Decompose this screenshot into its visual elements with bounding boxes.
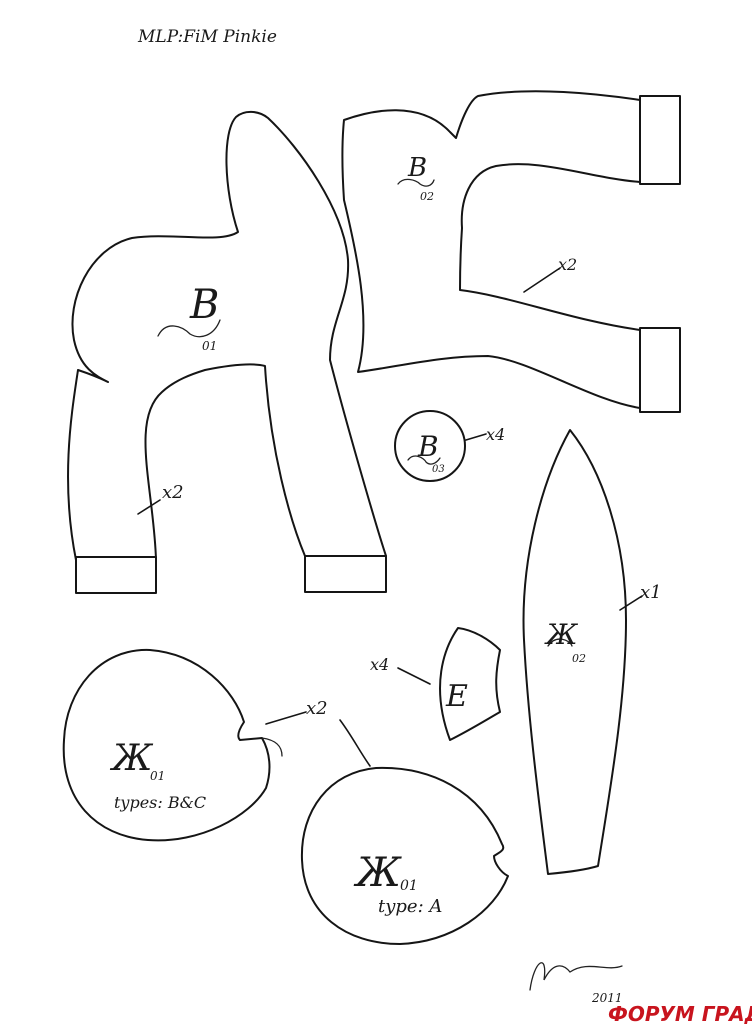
- piece-e-outline: [439, 627, 501, 741]
- piece-b03-count: x4: [486, 425, 505, 444]
- piece-b02-letter: B: [407, 153, 427, 183]
- piece-b01-count-leader: [137, 499, 161, 515]
- piece-b02-count: x2: [558, 255, 577, 274]
- signature-year: 2011: [591, 991, 623, 1005]
- piece-e-letter: E: [445, 679, 468, 714]
- piece-h02-code: 02: [572, 652, 586, 665]
- piece-h02-letter: Ж: [544, 618, 579, 651]
- piece-e-count: x4: [370, 655, 389, 674]
- signature: 2011: [529, 962, 623, 1005]
- piece-b03-outline: [394, 410, 466, 482]
- piece-h01-bc-outline: [62, 648, 271, 842]
- piece-h02-count: x1: [640, 582, 662, 603]
- piece-b01-label-flourish: [157, 319, 221, 338]
- piece-b03: B 03 x4: [394, 410, 505, 482]
- piece-h02: Ж 02 x1: [522, 429, 662, 875]
- piece-h01-a: Ж 01 type: A: [300, 766, 509, 945]
- piece-b03-code: 03: [432, 464, 445, 475]
- sheet-title: MLP:FiM Pinkie: [137, 27, 277, 47]
- watermark-text: ФОРУМ ГРАД: [608, 1002, 752, 1024]
- piece-h01-a-letter: Ж: [353, 850, 402, 896]
- piece-b03-count-leader: [465, 433, 487, 441]
- piece-b02-count-leader: [523, 267, 561, 293]
- piece-b01: B 01 x2: [67, 110, 387, 594]
- piece-h01-a-code: 01: [400, 878, 418, 894]
- piece-b02-hoof-top: [639, 95, 681, 185]
- piece-b03-letter: B: [417, 430, 439, 463]
- piece-h01-bc: Ж 01 types: B&C x2: [62, 648, 328, 842]
- piece-b02-code: 02: [420, 190, 434, 203]
- piece-b02-hoof-bottom: [639, 327, 681, 413]
- piece-e-count-leader: [397, 667, 431, 685]
- piece-h02-count-leader: [619, 595, 643, 611]
- piece-b02: B 02 x2: [341, 90, 681, 413]
- piece-h02-outline: [522, 429, 627, 875]
- piece-h01-bc-notch: [261, 737, 283, 757]
- piece-e: E x4: [370, 627, 501, 741]
- piece-h01-bc-count: x2: [306, 698, 328, 719]
- piece-h01-bc-types: types: B&C: [114, 793, 206, 812]
- piece-b01-code: 01: [202, 339, 217, 353]
- piece-h01-a-outline: [300, 766, 509, 945]
- piece-b01-outline: [67, 110, 387, 561]
- piece-h01-a-types: type: A: [378, 896, 442, 917]
- piece-b02-label-flourish: [397, 178, 435, 187]
- piece-b03-label-flourish: [407, 455, 441, 465]
- piece-b01-hoof-left: [75, 556, 157, 594]
- piece-h01-bc-letter: Ж: [109, 738, 154, 779]
- piece-b01-letter: B: [189, 282, 219, 328]
- piece-b01-hoof-right: [304, 555, 387, 593]
- piece-b02-outline: [341, 90, 641, 409]
- piece-h01-bc-count-leader: [265, 711, 307, 725]
- piece-h01-bc-code: 01: [150, 769, 165, 783]
- piece-h02-label-flourish: [547, 638, 573, 647]
- piece-h01-a-count-leader: [339, 719, 371, 767]
- piece-b01-count: x2: [162, 482, 184, 503]
- signature-scribble: [529, 962, 623, 991]
